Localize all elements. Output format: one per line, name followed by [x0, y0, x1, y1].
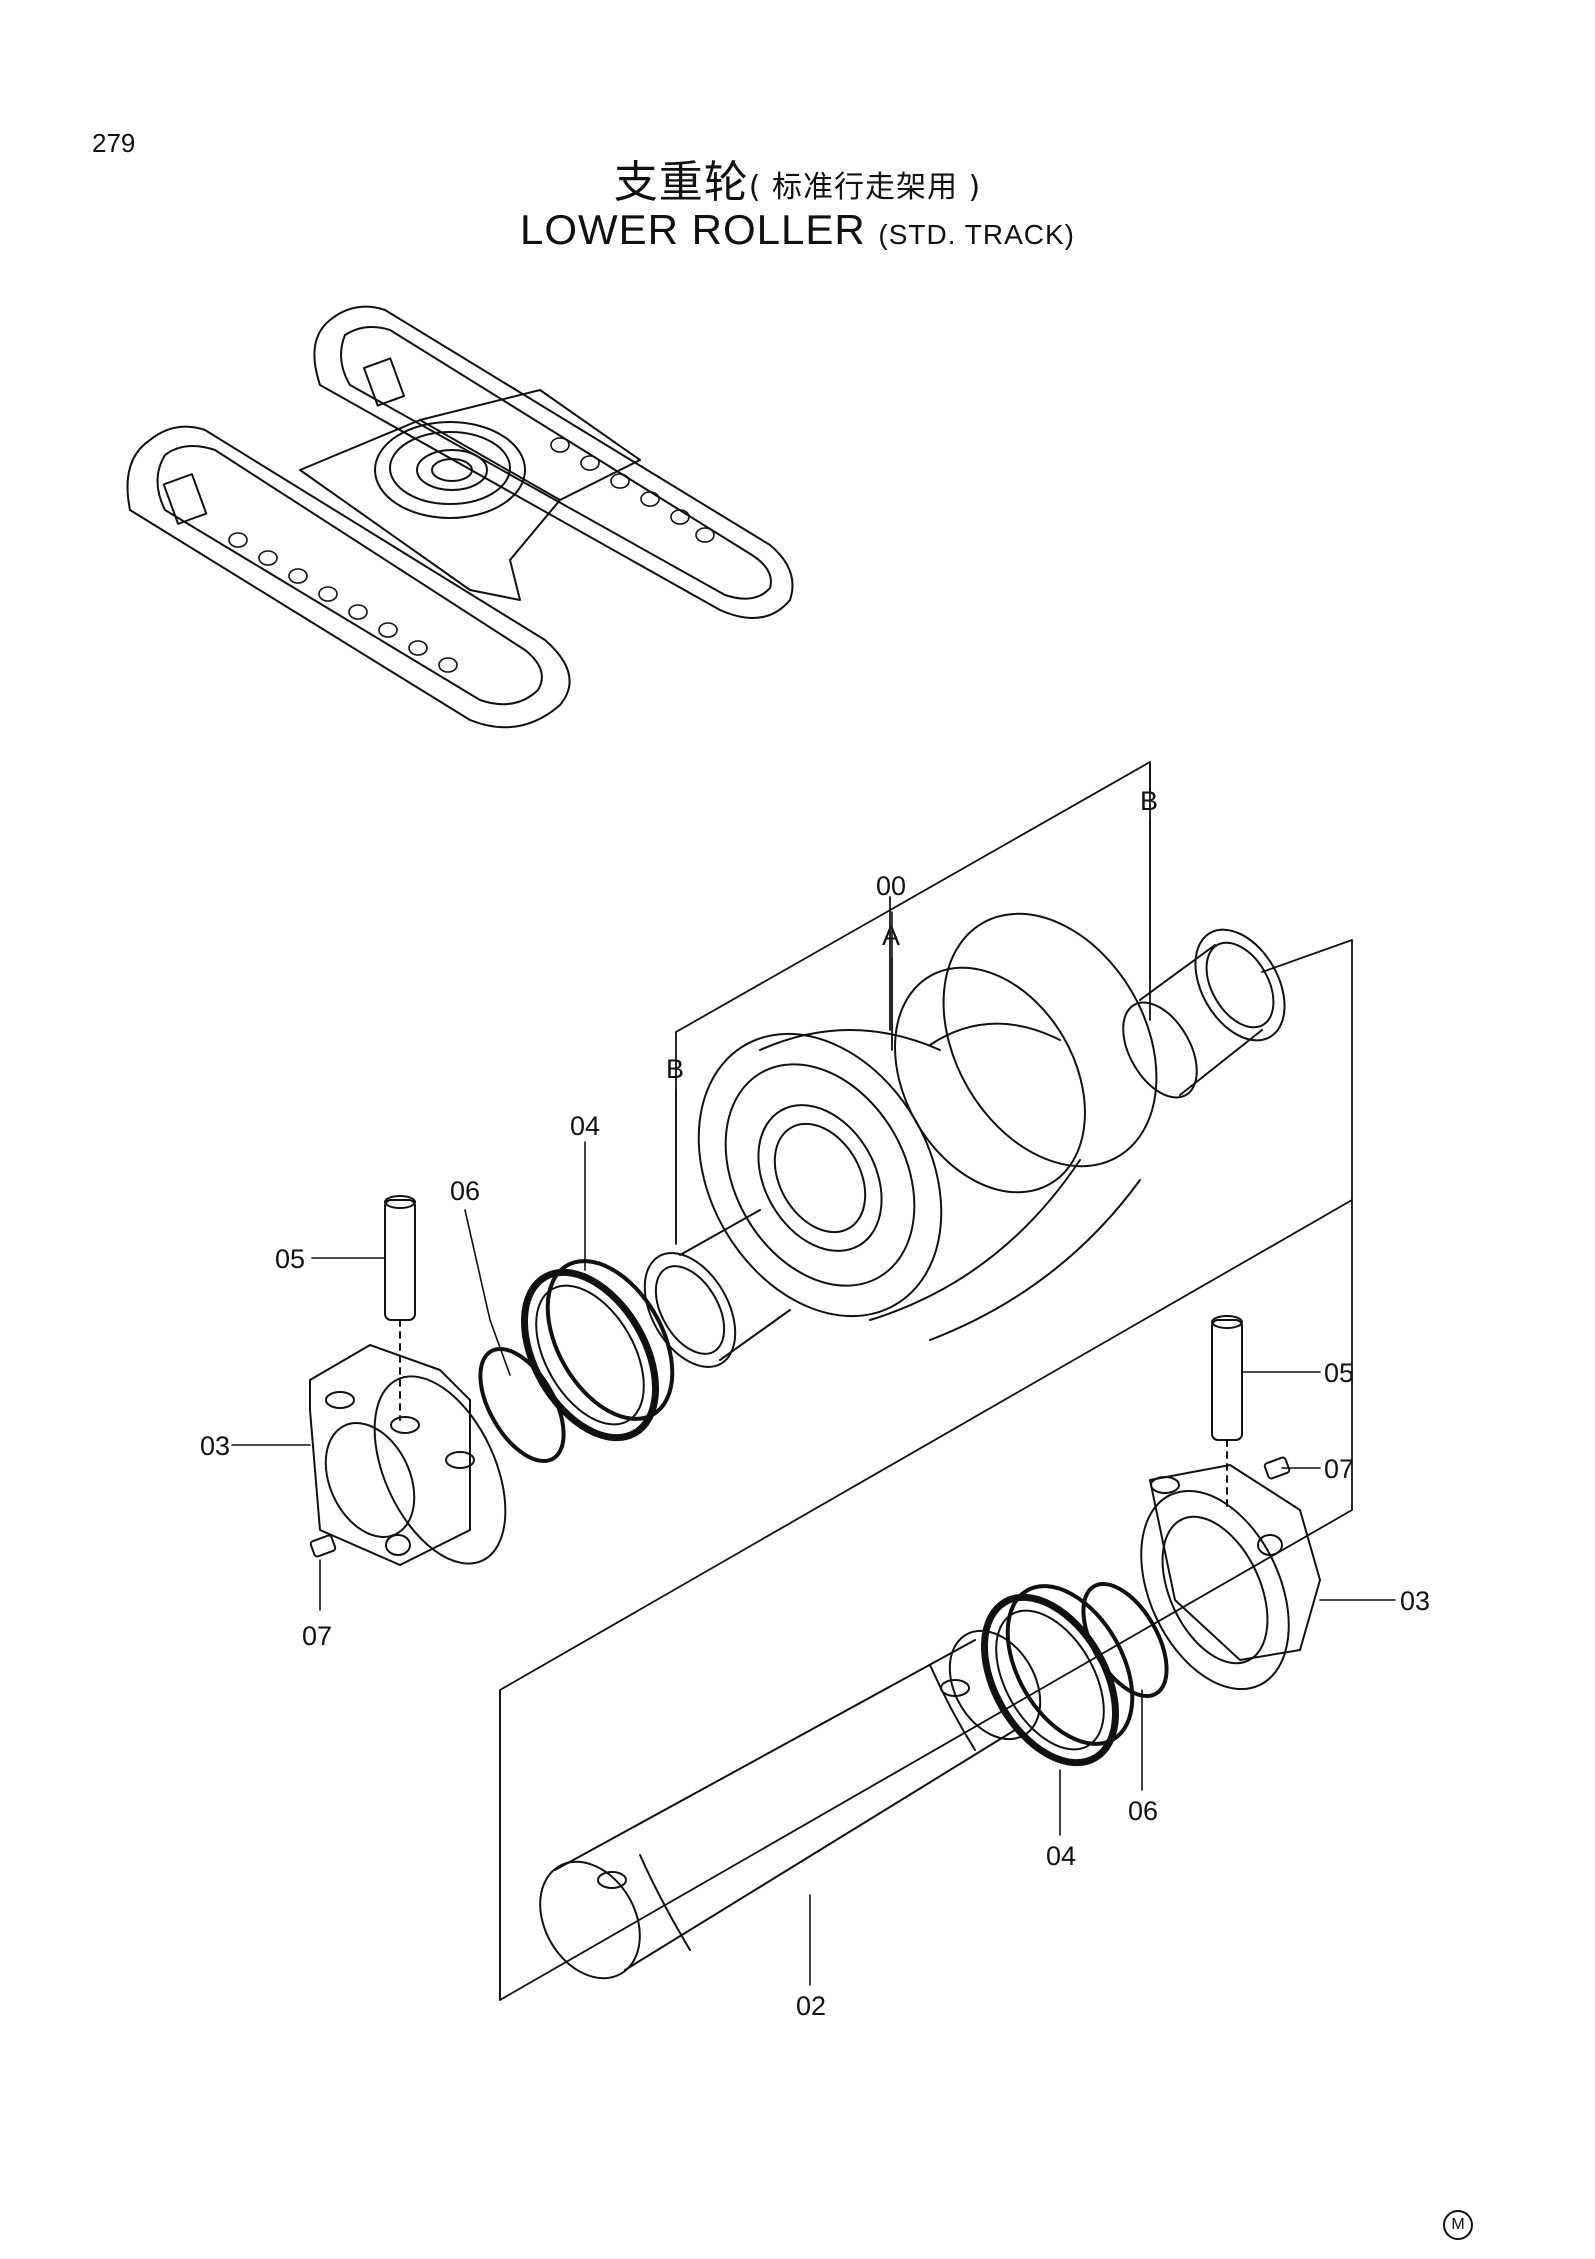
roller-body	[697, 912, 1158, 1341]
pin-right	[1211, 1315, 1243, 1511]
label-roller-body: A	[882, 921, 900, 951]
label-pin-left: 05	[275, 1244, 305, 1274]
bushing-left	[643, 1209, 791, 1368]
label-seal-right: 04	[1046, 1841, 1076, 1871]
page-number: 279	[92, 128, 136, 158]
label-collar-left: 03	[200, 1431, 230, 1461]
label-collar-right: 03	[1400, 1586, 1430, 1616]
shaft	[539, 1629, 1042, 1980]
track-frame-illustration	[126, 305, 794, 729]
pin-left	[384, 1195, 416, 1321]
title-cn-sub: ( 标准行走架用 )	[748, 170, 982, 205]
oring-left	[478, 1346, 566, 1464]
collar-right	[1140, 1464, 1321, 1691]
title-cn-main: 支重轮	[613, 157, 749, 208]
label-shaft: 02	[796, 1991, 826, 2021]
page-title-chinese: 支重轮( 标准行走架用 )	[0, 146, 1595, 210]
label-bushing-top: B	[1140, 786, 1158, 816]
label-plug-left: 07	[302, 1621, 332, 1651]
page-title-english: LOWER ROLLER (STD. TRACK)	[0, 206, 1595, 254]
plug-right	[1263, 1456, 1291, 1480]
seal-left	[520, 1259, 675, 1442]
assembly-bracket	[499, 761, 1353, 2001]
bushing-right	[1122, 928, 1286, 1099]
collar-left	[309, 1319, 507, 1566]
label-assembly: 00	[876, 871, 906, 901]
plug-left	[309, 1534, 337, 1558]
part-labels: 00 A B B 04 06 05 03 07 05 07 03 06 04 0…	[200, 786, 1430, 2021]
label-pin-right: 05	[1324, 1358, 1354, 1388]
m-mark: M	[1443, 2210, 1473, 2240]
label-oring-right: 06	[1128, 1796, 1158, 1826]
title-en-sub: (STD. TRACK)	[878, 219, 1076, 250]
label-oring-left: 06	[450, 1176, 480, 1206]
leader-lines	[231, 819, 1396, 1986]
label-plug-right: 07	[1324, 1454, 1354, 1484]
label-bushing-left: B	[666, 1054, 684, 1084]
title-en-main: LOWER ROLLER	[519, 206, 866, 253]
label-seal-left: 04	[570, 1111, 600, 1141]
seal-right	[980, 1584, 1135, 1767]
